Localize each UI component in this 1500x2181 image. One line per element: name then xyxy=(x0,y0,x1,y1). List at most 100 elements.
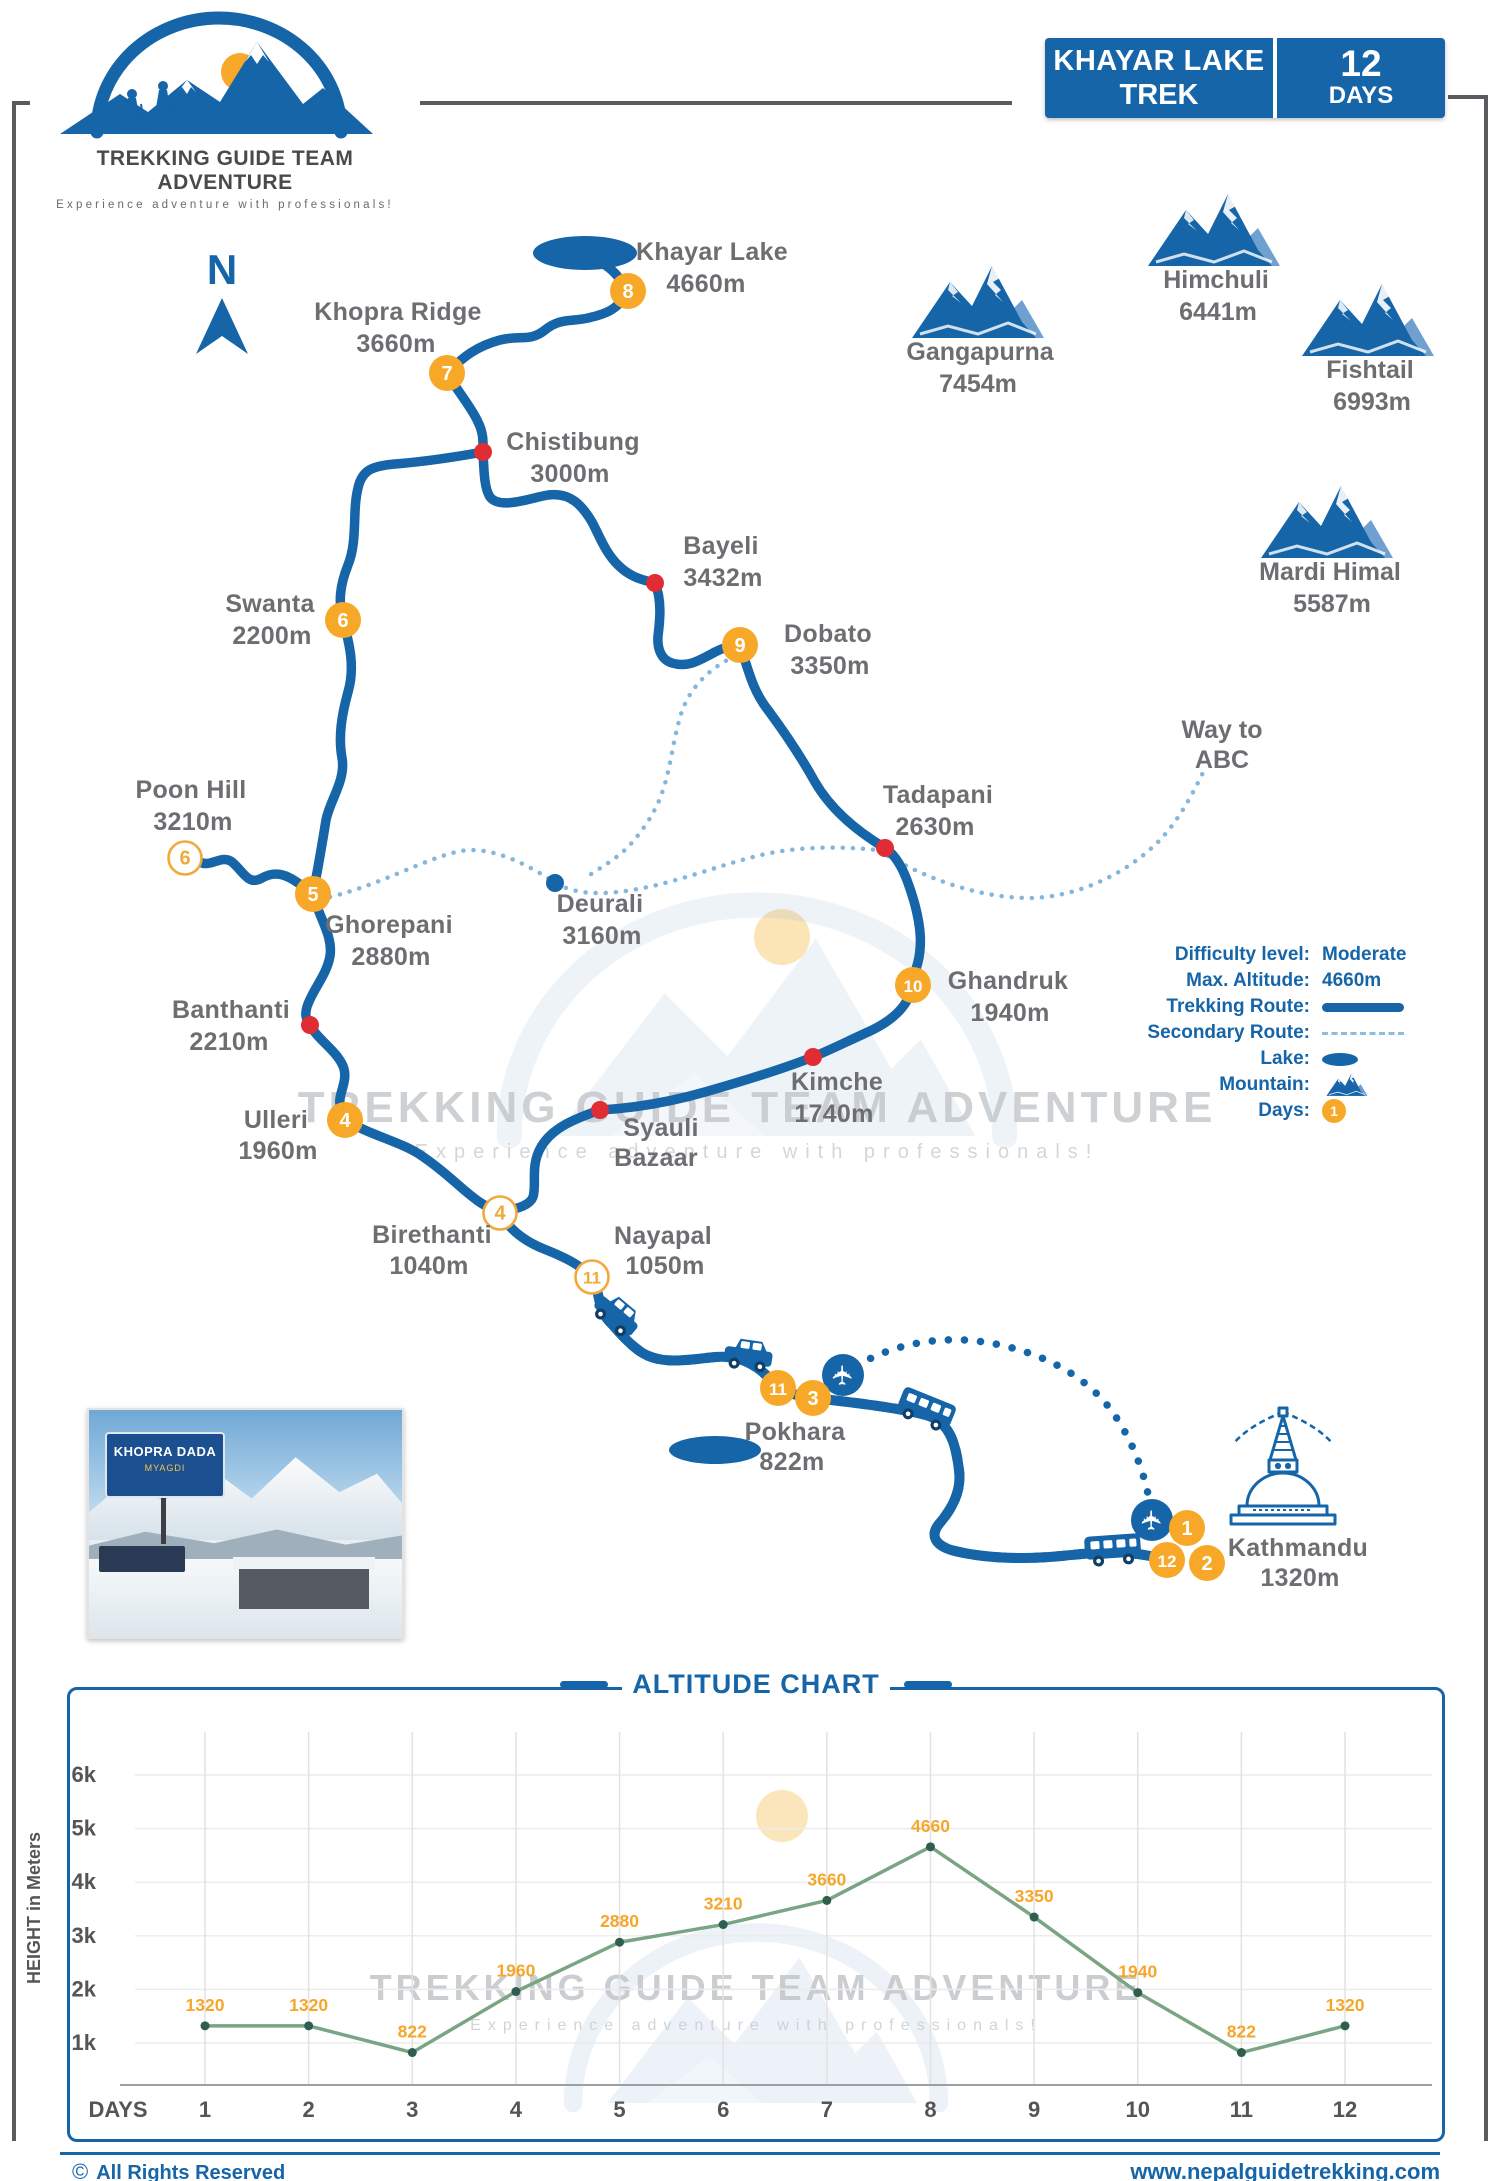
trek-name-line1: KHAYAR LAKE xyxy=(1053,45,1265,77)
data-point xyxy=(304,2021,314,2031)
mountain-name: Fishtail xyxy=(1326,356,1414,384)
title-bar-right xyxy=(903,1681,952,1688)
x-tick-label: 10 xyxy=(1126,2097,1150,2122)
stupa-icon xyxy=(1229,1406,1337,1526)
place-name: Syauli xyxy=(623,1114,698,1142)
place-elevation: 1040m xyxy=(389,1252,468,1280)
website-link[interactable]: www.nepalguidetrekking.com xyxy=(1130,2159,1440,2181)
day-marker-7: 7 xyxy=(429,355,465,391)
mountain-icon xyxy=(1146,192,1282,268)
duration-label: DAYS xyxy=(1328,82,1394,109)
svg-text:7: 7 xyxy=(441,363,452,385)
lake-glyph xyxy=(1322,1052,1358,1066)
place-elevation: 2880m xyxy=(351,943,430,971)
data-point-value: 1940 xyxy=(1118,1962,1157,1982)
data-point-value: 2880 xyxy=(600,1911,639,1931)
lake-icon xyxy=(533,236,637,270)
frame-right-line xyxy=(1484,95,1488,2141)
mountain-icon xyxy=(1300,282,1436,358)
day-marker-9: 9 xyxy=(722,627,758,663)
legend-label: Trekking Route: xyxy=(1166,996,1310,1017)
place-name: Khopra Ridge xyxy=(314,298,482,326)
stop-dot xyxy=(301,1016,319,1034)
rights-text: All Rights Reserved xyxy=(96,2162,286,2181)
legend-label: Lake: xyxy=(1260,1048,1310,1069)
place-elevation: 3350m xyxy=(790,652,869,680)
north-label: N xyxy=(207,246,237,293)
legend-value: Moderate xyxy=(1322,944,1407,965)
brand-name: TREKKING GUIDE TEAM ADVENTURE xyxy=(96,147,354,194)
day-marker-6: 6 xyxy=(325,602,361,638)
stop-dot xyxy=(876,839,894,857)
day-marker-10: 10 xyxy=(895,967,931,1003)
data-point xyxy=(200,2021,210,2031)
frame-top-line xyxy=(12,101,1012,105)
mountain-icon xyxy=(1259,484,1395,560)
secondary-route-glyph xyxy=(1322,1031,1404,1035)
photo-sign-pole xyxy=(161,1498,166,1544)
watermark-tagline: Experience adventure with professionals! xyxy=(415,1141,1100,1163)
data-point-value: 4660 xyxy=(911,1816,950,1836)
data-point-value: 1320 xyxy=(1326,1995,1365,2015)
y-tick-label: 2k xyxy=(72,1976,97,2001)
mountain-name: Gangapurna xyxy=(906,338,1054,366)
data-point-value: 1320 xyxy=(186,1995,225,2015)
place-name: Nayapal xyxy=(614,1222,712,1250)
title-bar-left xyxy=(560,1681,609,1688)
place-name: Ghandruk xyxy=(948,967,1068,995)
watermark-text: TREKKING GUIDE TEAM ADVENTURE xyxy=(298,1083,1217,1132)
place-name: Khayar Lake xyxy=(636,238,788,266)
place-elevation: 3660m xyxy=(356,330,435,358)
x-tick-label: 9 xyxy=(1028,2097,1040,2122)
svg-text:9: 9 xyxy=(734,635,745,657)
copyright-text: ©All Rights Reserved xyxy=(72,2159,285,2181)
trekking-route-glyph xyxy=(1322,1002,1404,1012)
drive-route xyxy=(587,1272,1172,1565)
data-point xyxy=(925,1842,935,1852)
day-marker-11: 11 xyxy=(760,1370,796,1406)
y-tick-label: 5k xyxy=(72,1816,97,1841)
data-point-value: 3350 xyxy=(1015,1886,1054,1906)
map-legend: Difficulty level:Moderate Max. Altitude:… xyxy=(1128,942,1438,1124)
place-name: Poon Hill xyxy=(135,776,246,804)
x-tick-label: 12 xyxy=(1333,2097,1357,2122)
data-point xyxy=(511,1987,521,1997)
altitude-line xyxy=(203,1845,1347,2055)
brand-logo-block: TREKKING GUIDE TEAM ADVENTURE Experience… xyxy=(30,2,420,211)
place-elevation: 1050m xyxy=(625,1252,704,1280)
altitude-chart-title: ALTITUDE CHART xyxy=(456,1669,1056,1700)
place-name: Pokhara xyxy=(745,1418,847,1446)
y-tick-label: 6k xyxy=(72,1762,97,1787)
data-point-value: 822 xyxy=(398,2022,427,2042)
place-elevation: 3000m xyxy=(530,460,609,488)
place-name: Dobato xyxy=(784,620,872,648)
mountain-elevation: 5587m xyxy=(1293,590,1371,618)
frame-left-line xyxy=(12,101,16,2141)
svg-text:✈: ✈ xyxy=(1137,1509,1167,1532)
mountain-name: Mardi Himal xyxy=(1259,558,1401,586)
svg-text:1: 1 xyxy=(1181,1518,1192,1540)
svg-text:ABC: ABC xyxy=(1195,746,1249,774)
mountain-name: Himchuli xyxy=(1163,266,1269,294)
y-tick-label: 4k xyxy=(72,1869,97,1894)
svg-text:2: 2 xyxy=(1201,1553,1212,1575)
legend-label: Max. Altitude: xyxy=(1186,970,1310,991)
plane-icon: ✈ xyxy=(822,1354,864,1396)
day-marker-4: 4 xyxy=(327,1102,363,1138)
place-elevation: 1740m xyxy=(794,1100,873,1128)
mountain-elevation: 6441m xyxy=(1179,298,1257,326)
photo-sign-text: KHOPRA DADA xyxy=(113,1444,217,1459)
y-tick-label: 1k xyxy=(72,2030,97,2055)
chart-title-text: ALTITUDE CHART xyxy=(622,1669,890,1700)
x-tick-label: 6 xyxy=(717,2097,729,2122)
svg-text:5: 5 xyxy=(307,884,318,906)
y-tick-label: 3k xyxy=(72,1923,97,1948)
svg-text:12: 12 xyxy=(1158,1552,1177,1571)
place-elevation: 3432m xyxy=(683,564,762,592)
watermark-tagline: Experience adventure with professionals! xyxy=(470,2017,1042,2034)
photo-lodge xyxy=(233,1557,375,1609)
day-marker-2: 2 xyxy=(1189,1545,1225,1581)
